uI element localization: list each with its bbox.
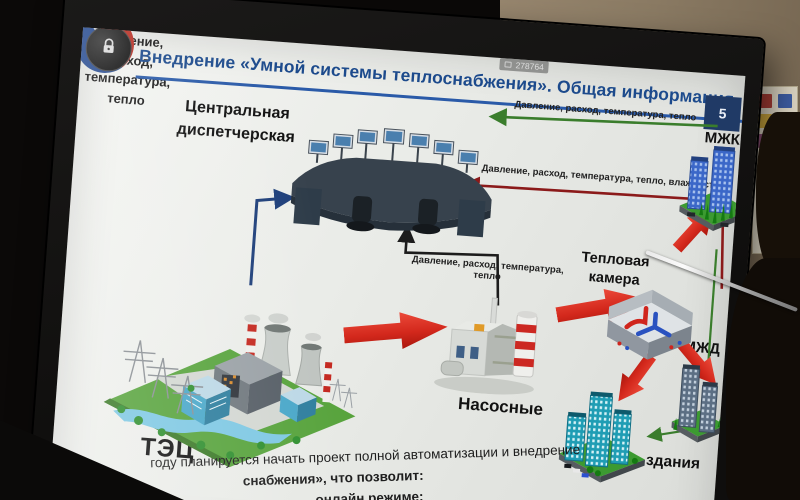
- camera-watermark-icon: [504, 61, 512, 68]
- poster-image: [778, 94, 792, 108]
- watermark-id: 278764: [515, 60, 545, 73]
- poster-image: [758, 94, 772, 108]
- footer-line-2: снабжения», что позволит:: [242, 467, 424, 489]
- photo-watermark: 278764: [499, 57, 550, 74]
- screen-lock-button[interactable]: [84, 27, 134, 73]
- lock-icon: [98, 35, 120, 61]
- slide: Внедрение «Умной системы теплоснабжения»…: [46, 27, 746, 500]
- pump-illustration: [434, 297, 538, 395]
- chamber-illustration: [606, 289, 693, 360]
- dispatch-illustration: [290, 128, 492, 238]
- mzhd-illustration: [671, 364, 726, 443]
- flow-label-pump-to-dispatch: Давление, расход, температура, тепло: [411, 254, 565, 283]
- mzhk-illustration: [679, 145, 746, 232]
- footer-line-3: онлайн режиме;: [315, 488, 424, 500]
- presentation-screen: Внедрение «Умной системы теплоснабжения»…: [24, 0, 765, 500]
- person-silhouette: [756, 112, 800, 272]
- tec-illustration: [103, 313, 358, 468]
- adm-illustration: [558, 391, 646, 483]
